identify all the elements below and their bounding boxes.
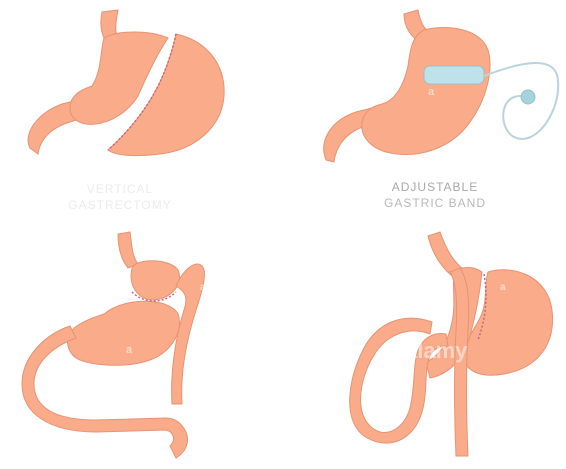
watermark: a xyxy=(126,344,132,356)
remnant-stomach xyxy=(68,301,180,365)
band-tubing xyxy=(484,63,558,139)
watermark: a xyxy=(500,282,506,293)
gastric-band-label-line2: GASTRIC BAND xyxy=(360,196,510,210)
sleeve-gastrectomy-label-line2: GASTRECTOMY xyxy=(40,198,200,212)
watermark-alamy: alamy xyxy=(405,338,467,364)
gastric-pouch xyxy=(131,261,179,300)
watermark: a xyxy=(428,86,434,98)
intestine-loop xyxy=(350,318,448,443)
panel-gastric-bypass xyxy=(22,232,204,458)
panel-adjustable-gastric-band xyxy=(324,10,558,162)
panel-sleeve-gastrectomy xyxy=(28,10,224,156)
sleeve-gastrectomy-label-line1: VERTICAL xyxy=(40,182,200,196)
gastric-band-label-line1: ADJUSTABLE xyxy=(360,180,510,194)
stomach xyxy=(362,27,490,154)
access-port xyxy=(521,90,535,104)
esophagus xyxy=(118,232,138,268)
watermark: a xyxy=(200,282,206,293)
gastric-band xyxy=(424,66,484,84)
